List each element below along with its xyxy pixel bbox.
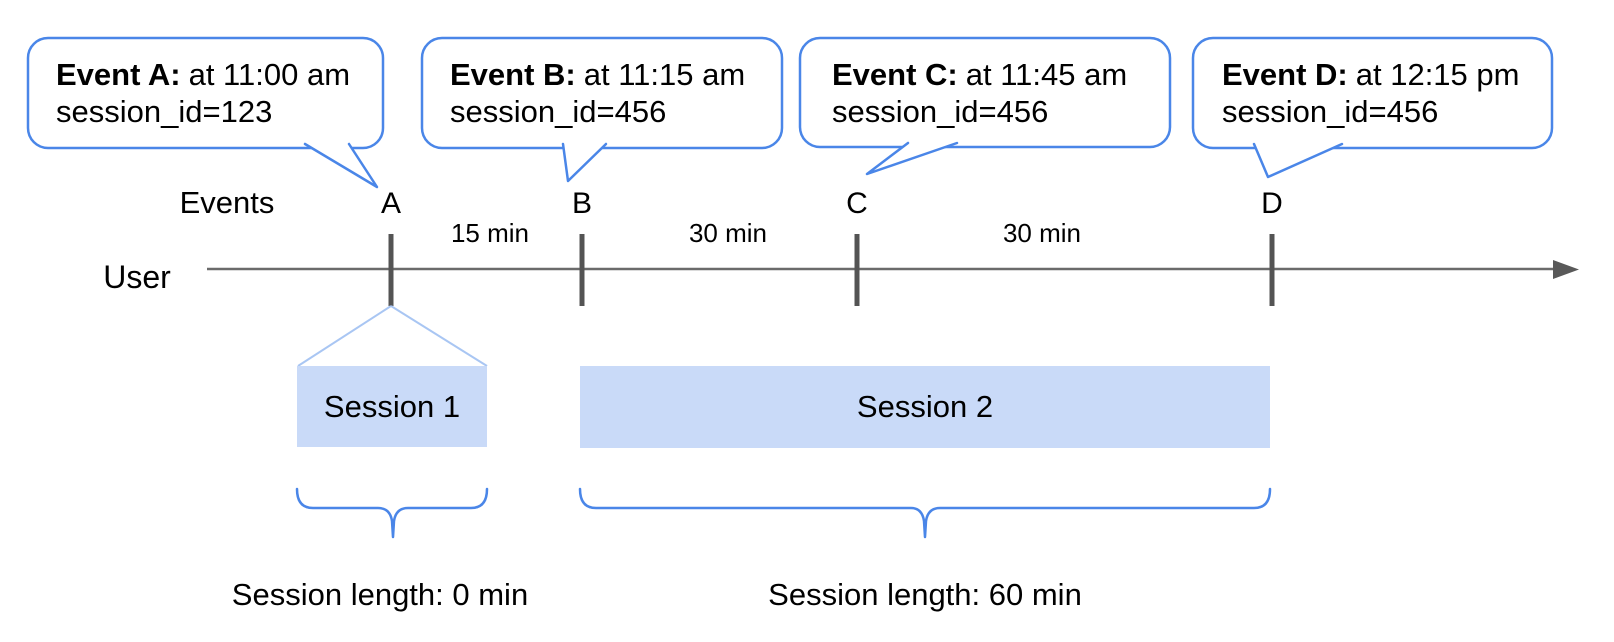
event-bubble-b-tail xyxy=(561,142,608,183)
event-bubble-b-time: at 11:15 am xyxy=(584,57,745,92)
event-bubble-b-label: Event B: xyxy=(450,57,576,92)
event-bubble-a-line1: Event A:at 11:00 am xyxy=(56,57,350,92)
event-marker-c: C xyxy=(846,187,868,220)
event-bubble-a-time: at 11:00 am xyxy=(189,57,350,92)
event-bubble-b-line1: Event B:at 11:15 am xyxy=(450,57,745,92)
event-bubble-c-session-id: session_id=456 xyxy=(832,94,1048,129)
event-bubble-d-session-id: session_id=456 xyxy=(1222,94,1438,129)
event-bubble-c-line1: Event C:at 11:45 am xyxy=(832,57,1127,92)
session-2-length-label: Session length: 60 min xyxy=(768,577,1082,612)
session-1-label: Session 1 xyxy=(324,389,460,424)
session-2-label: Session 2 xyxy=(857,389,993,424)
event-bubble-a-tail xyxy=(303,142,379,189)
event-bubble-d: Event D:at 12:15 pm session_id=456 xyxy=(1191,36,1554,179)
events-row-label: Events xyxy=(180,185,275,220)
interval-label-b-c: 30 min xyxy=(689,218,767,248)
event-bubble-d-box xyxy=(1191,36,1554,150)
event-bubble-c-label: Event C: xyxy=(832,57,958,92)
session-2-brace xyxy=(578,487,1272,539)
event-bubble-c: Event C:at 11:45 am session_id=456 xyxy=(798,36,1172,176)
event-marker-a: A xyxy=(381,187,401,220)
event-bubble-a-box xyxy=(26,36,385,150)
session-1-length-label: Session length: 0 min xyxy=(232,577,528,612)
funnel-line-right xyxy=(390,305,488,367)
session-2-box xyxy=(580,366,1270,448)
event-bubble-c-tail xyxy=(865,141,959,176)
event-bubble-a: Event A:at 11:00 am session_id=123 xyxy=(26,36,385,189)
event-bubble-b: Event B:at 11:15 am session_id=456 xyxy=(420,36,784,183)
funnel-line-left xyxy=(297,305,392,367)
event-marker-b: B xyxy=(572,187,592,220)
event-bubble-d-line1: Event D:at 12:15 pm xyxy=(1222,57,1519,92)
event-marker-d: D xyxy=(1261,187,1283,220)
event-bubble-d-label: Event D: xyxy=(1222,57,1348,92)
event-bubble-c-time: at 11:45 am xyxy=(966,57,1127,92)
event-bubble-a-session-id: session_id=123 xyxy=(56,94,272,129)
event-bubble-d-tail xyxy=(1252,142,1344,179)
interval-label-c-d: 30 min xyxy=(1003,218,1081,248)
event-bubble-b-box xyxy=(420,36,784,150)
timeline-arrowhead-icon xyxy=(1553,260,1579,279)
event-bubble-c-box xyxy=(798,36,1172,149)
session-1-brace xyxy=(295,487,489,539)
event-bubble-b-session-id: session_id=456 xyxy=(450,94,666,129)
user-row-label: User xyxy=(103,259,171,295)
event-bubble-a-label: Event A: xyxy=(56,57,181,92)
event-bubble-d-time: at 12:15 pm xyxy=(1356,57,1520,92)
session-1-box xyxy=(297,366,487,447)
interval-label-a-b: 15 min xyxy=(451,218,529,248)
